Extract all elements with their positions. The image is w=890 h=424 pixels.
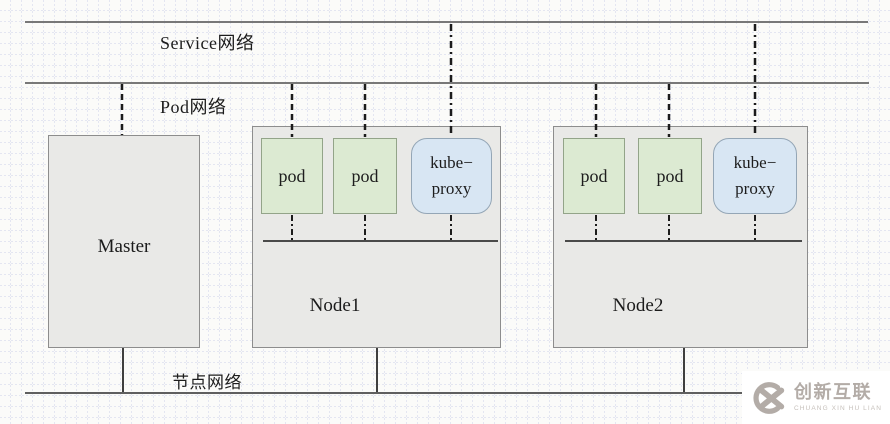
kube-proxy-box: kube− proxy [411,138,492,214]
pod-box: pod [563,138,625,214]
node1-label: Node1 [309,295,361,316]
pod-network-line [25,82,869,84]
pod-network-label: Pod网络 [160,97,227,117]
node-network-label: 节点网络 [172,373,242,392]
kube-proxy-label-line1: kube− [430,152,473,172]
pod-label: pod [656,165,684,186]
node2-label: Node2 [612,295,664,316]
service-network-label: Service网络 [160,33,255,53]
kube-proxy-box: kube− proxy [713,138,797,214]
master-box [48,135,200,348]
node-network-line [25,392,745,394]
watermark-subtitle: CHUANG XIN HU LIAN [793,404,883,412]
pod-box: pod [638,138,702,214]
pod-label: pod [278,165,306,186]
kube-proxy-label-line2: proxy [431,179,472,198]
service-network-line [25,21,868,23]
node1-internal-bus [263,240,498,242]
watermark-title: 创新互联 [793,382,872,403]
watermark-text: 创新互联 CHUANG XIN HU LIAN [793,382,883,412]
watermark-panel: 创新互联 CHUANG XIN HU LIAN [742,371,890,424]
kube-proxy-label-line2: proxy [735,179,775,198]
pod-label: pod [580,165,608,186]
master-label: Master [97,236,151,257]
pod-box: pod [261,138,323,214]
watermark-logo-icon [753,381,785,414]
node2-internal-bus [565,240,802,242]
pod-box: pod [333,138,397,214]
kube-proxy-label-line1: kube− [733,152,777,172]
pod-label: pod [351,165,379,186]
